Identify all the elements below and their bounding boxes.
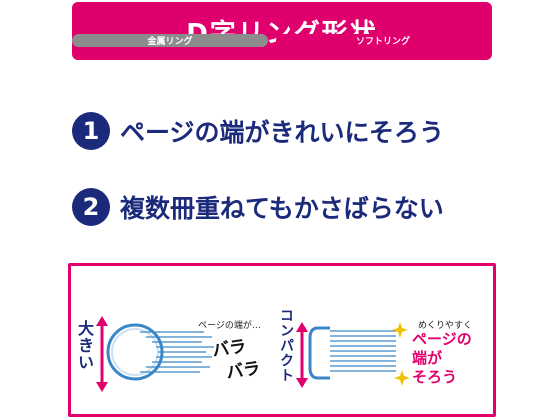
title-banner: D字リング形状 [72,2,492,60]
soft-result-2: 端が [412,349,443,367]
soft-ring-header: ソフトリング [276,34,490,47]
soft-ring-icon [308,326,330,380]
point-number-2: 2 [72,188,110,226]
soft-pages-icon [330,330,396,372]
soft-result: ページの 端が そろう [412,330,472,387]
metal-pages-icon [140,331,214,373]
soft-note: めくりやすく [418,321,473,331]
metal-size-arrow-icon [96,316,108,392]
soft-result-1: ページの [412,330,472,348]
feature-point-1: 1 ページの端がきれいにそろう [72,112,444,150]
metal-size-label: 大きい [75,320,94,371]
soft-size-label: コンパクト [278,308,294,383]
soft-result-3: そろう [412,368,458,386]
metal-ring-header: 金属リング [72,34,268,47]
point-number-1: 1 [72,112,110,150]
point-text-1: ページの端がきれいにそろう [120,118,445,147]
metal-result-2: バラ [225,358,262,384]
feature-point-2: 2 複数冊重ねてもかさばらない [72,188,444,226]
metal-note: ページの端が… [198,321,261,331]
point-text-2: 複数冊重ねてもかさばらない [120,194,444,223]
sparkle-icon [392,322,410,386]
comparison-box [68,263,496,417]
soft-size-arrow-icon [296,322,308,388]
metal-ring-icon [106,323,164,381]
